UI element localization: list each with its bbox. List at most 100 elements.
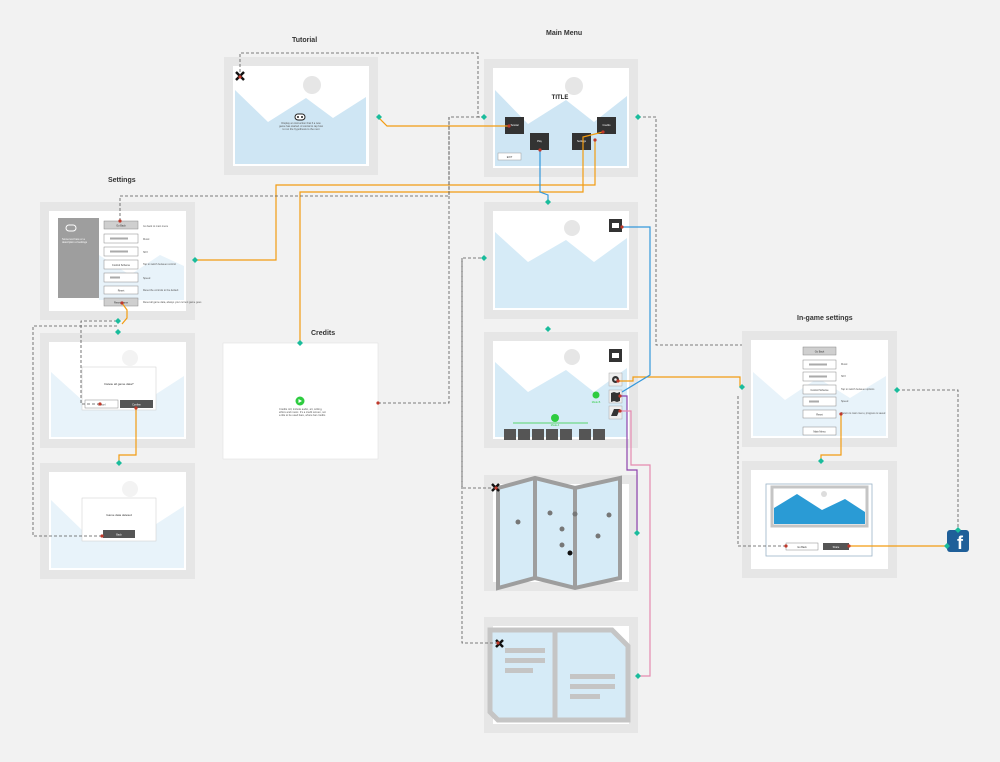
- connectors: [32, 52, 959, 677]
- settings-left-text: Some text here or a description of setti…: [62, 238, 88, 244]
- settings-speed-slider[interactable]: [103, 272, 139, 283]
- map-screen: [484, 475, 638, 591]
- connector-main-menu-ingame: [638, 116, 742, 346]
- svg-text:Credits: Credits: [603, 124, 612, 127]
- connector-journal-close: [461, 258, 498, 644]
- hud-label-b: Mode B: [592, 401, 601, 404]
- node-diamond: [818, 458, 824, 464]
- share-cancel-button[interactable]: Go Back: [785, 542, 819, 551]
- node-dot: [620, 225, 624, 229]
- node-diamond: [634, 530, 640, 536]
- ingame-music-slider[interactable]: [802, 359, 837, 370]
- tutorial-screen: Display an instruction that if a new gam…: [224, 57, 378, 175]
- node-dot: [100, 534, 104, 538]
- svg-text:Confirm: Confirm: [132, 404, 141, 407]
- node-dot: [839, 412, 843, 416]
- tutorial-title: Tutorial: [292, 37, 318, 44]
- data-deleted-text: Game data deleted: [106, 513, 132, 517]
- journal-screen: [484, 617, 638, 733]
- settings-music-slider[interactable]: [103, 233, 139, 244]
- in-game-settings-title: In-game settings: [797, 315, 853, 322]
- node-diamond: [297, 340, 303, 346]
- exit-button[interactable]: EXIT: [497, 152, 522, 161]
- data-deleted-screen: Game data deleted Back: [40, 463, 195, 579]
- hud-marker-b[interactable]: [592, 391, 600, 399]
- main-menu-screen: TITLE Tutorial Play Settings Credits EXI…: [484, 59, 638, 177]
- ingame-reset-button[interactable]: Reset: [802, 409, 837, 419]
- node-dot: [238, 75, 242, 79]
- credits-text: Credits roll, include audio, art, writin…: [279, 408, 326, 417]
- svg-text:Go Back: Go Back: [797, 546, 807, 549]
- map-pin-icon[interactable]: [515, 510, 612, 556]
- deleted-back-button[interactable]: Back: [103, 530, 135, 538]
- node-dot: [120, 301, 124, 305]
- settings-desc: Reset the controls to the default: [143, 289, 179, 292]
- svg-text:Control Scheme: Control Scheme: [112, 264, 131, 267]
- confirm-delete-screen: Delete all game data? Cancel Confirm: [40, 333, 195, 448]
- gamepad-icon: [65, 224, 77, 232]
- hotbar[interactable]: [504, 429, 605, 440]
- connector-journal: [620, 410, 651, 677]
- settings-desc: Go back to main menu: [143, 225, 169, 228]
- svg-text:Back: Back: [116, 534, 122, 537]
- node-diamond: [894, 387, 900, 393]
- svg-text:EXIT: EXIT: [507, 156, 513, 159]
- ingame-sfx-slider[interactable]: [802, 371, 837, 382]
- node-dot: [494, 486, 498, 490]
- connector-map: [620, 395, 638, 533]
- svg-text:Reset: Reset: [816, 414, 823, 417]
- node-diamond: [192, 257, 198, 263]
- ingame-go-back-button[interactable]: Go Back: [802, 346, 837, 356]
- briefcase-icon[interactable]: [609, 219, 622, 232]
- settings-title: Settings: [108, 177, 136, 184]
- node-dot: [618, 409, 622, 413]
- ingame-speed-slider[interactable]: [802, 396, 837, 407]
- settings-screen: Some text here or a description of setti…: [40, 202, 202, 320]
- hud-marker-a[interactable]: [551, 414, 559, 422]
- connector-deleted-back: [32, 325, 118, 537]
- settings-button[interactable]: Settings: [572, 133, 591, 150]
- confirm-ok-button[interactable]: Confirm: [120, 400, 153, 408]
- briefcase-icon[interactable]: [609, 349, 622, 362]
- node-dot: [618, 394, 622, 398]
- ingame-desc: Speed: [841, 400, 849, 403]
- settings-desc: Tap to switch between control: [143, 263, 176, 266]
- node-diamond: [376, 114, 382, 120]
- connector-facebook: [897, 389, 959, 530]
- settings-sfx-slider[interactable]: [103, 246, 139, 257]
- settings-control-scheme-button[interactable]: Control Scheme: [103, 259, 139, 270]
- node-diamond: [635, 114, 641, 120]
- node-diamond: [955, 527, 961, 533]
- share-confirm-button[interactable]: Share: [823, 543, 849, 550]
- node-dot: [784, 544, 788, 548]
- connector-settings-back: [119, 116, 484, 221]
- facebook-icon[interactable]: f: [947, 530, 969, 553]
- credits-button[interactable]: Credits: [597, 117, 616, 134]
- book-icon[interactable]: [608, 405, 623, 420]
- settings-desc: Music: [143, 238, 150, 241]
- map-icon[interactable]: [608, 389, 623, 404]
- ingame-desc: Music: [841, 363, 848, 366]
- ingame-control-scheme-button[interactable]: Control Scheme: [802, 384, 837, 395]
- ingame-main-menu-button[interactable]: Main Menu: [802, 426, 837, 436]
- connector-share-back: [737, 394, 786, 547]
- connector-credits: [299, 131, 604, 343]
- in-game-settings-screen: Go Back Control Scheme Reset Main Menu M…: [742, 331, 897, 447]
- svg-text:Go Back: Go Back: [116, 225, 126, 228]
- node-dot: [601, 130, 605, 134]
- svg-text:Reset: Reset: [118, 290, 125, 293]
- share-screen: Go Back Share: [742, 461, 897, 578]
- svg-text:Settings: Settings: [577, 140, 587, 143]
- play-button[interactable]: Play: [530, 133, 549, 150]
- settings-reset-button[interactable]: Reset: [103, 285, 139, 295]
- svg-text:Play: Play: [537, 140, 543, 143]
- main-menu-title: Main Menu: [546, 30, 583, 37]
- svg-text:Control Scheme: Control Scheme: [811, 389, 830, 392]
- tutorial-button[interactable]: Tutorial: [505, 117, 524, 134]
- node-dot: [376, 401, 380, 405]
- node-dot: [496, 641, 500, 645]
- gear-icon[interactable]: [608, 372, 623, 387]
- svg-text:Tutorial: Tutorial: [510, 124, 519, 127]
- ingame-desc: SFX: [841, 375, 846, 378]
